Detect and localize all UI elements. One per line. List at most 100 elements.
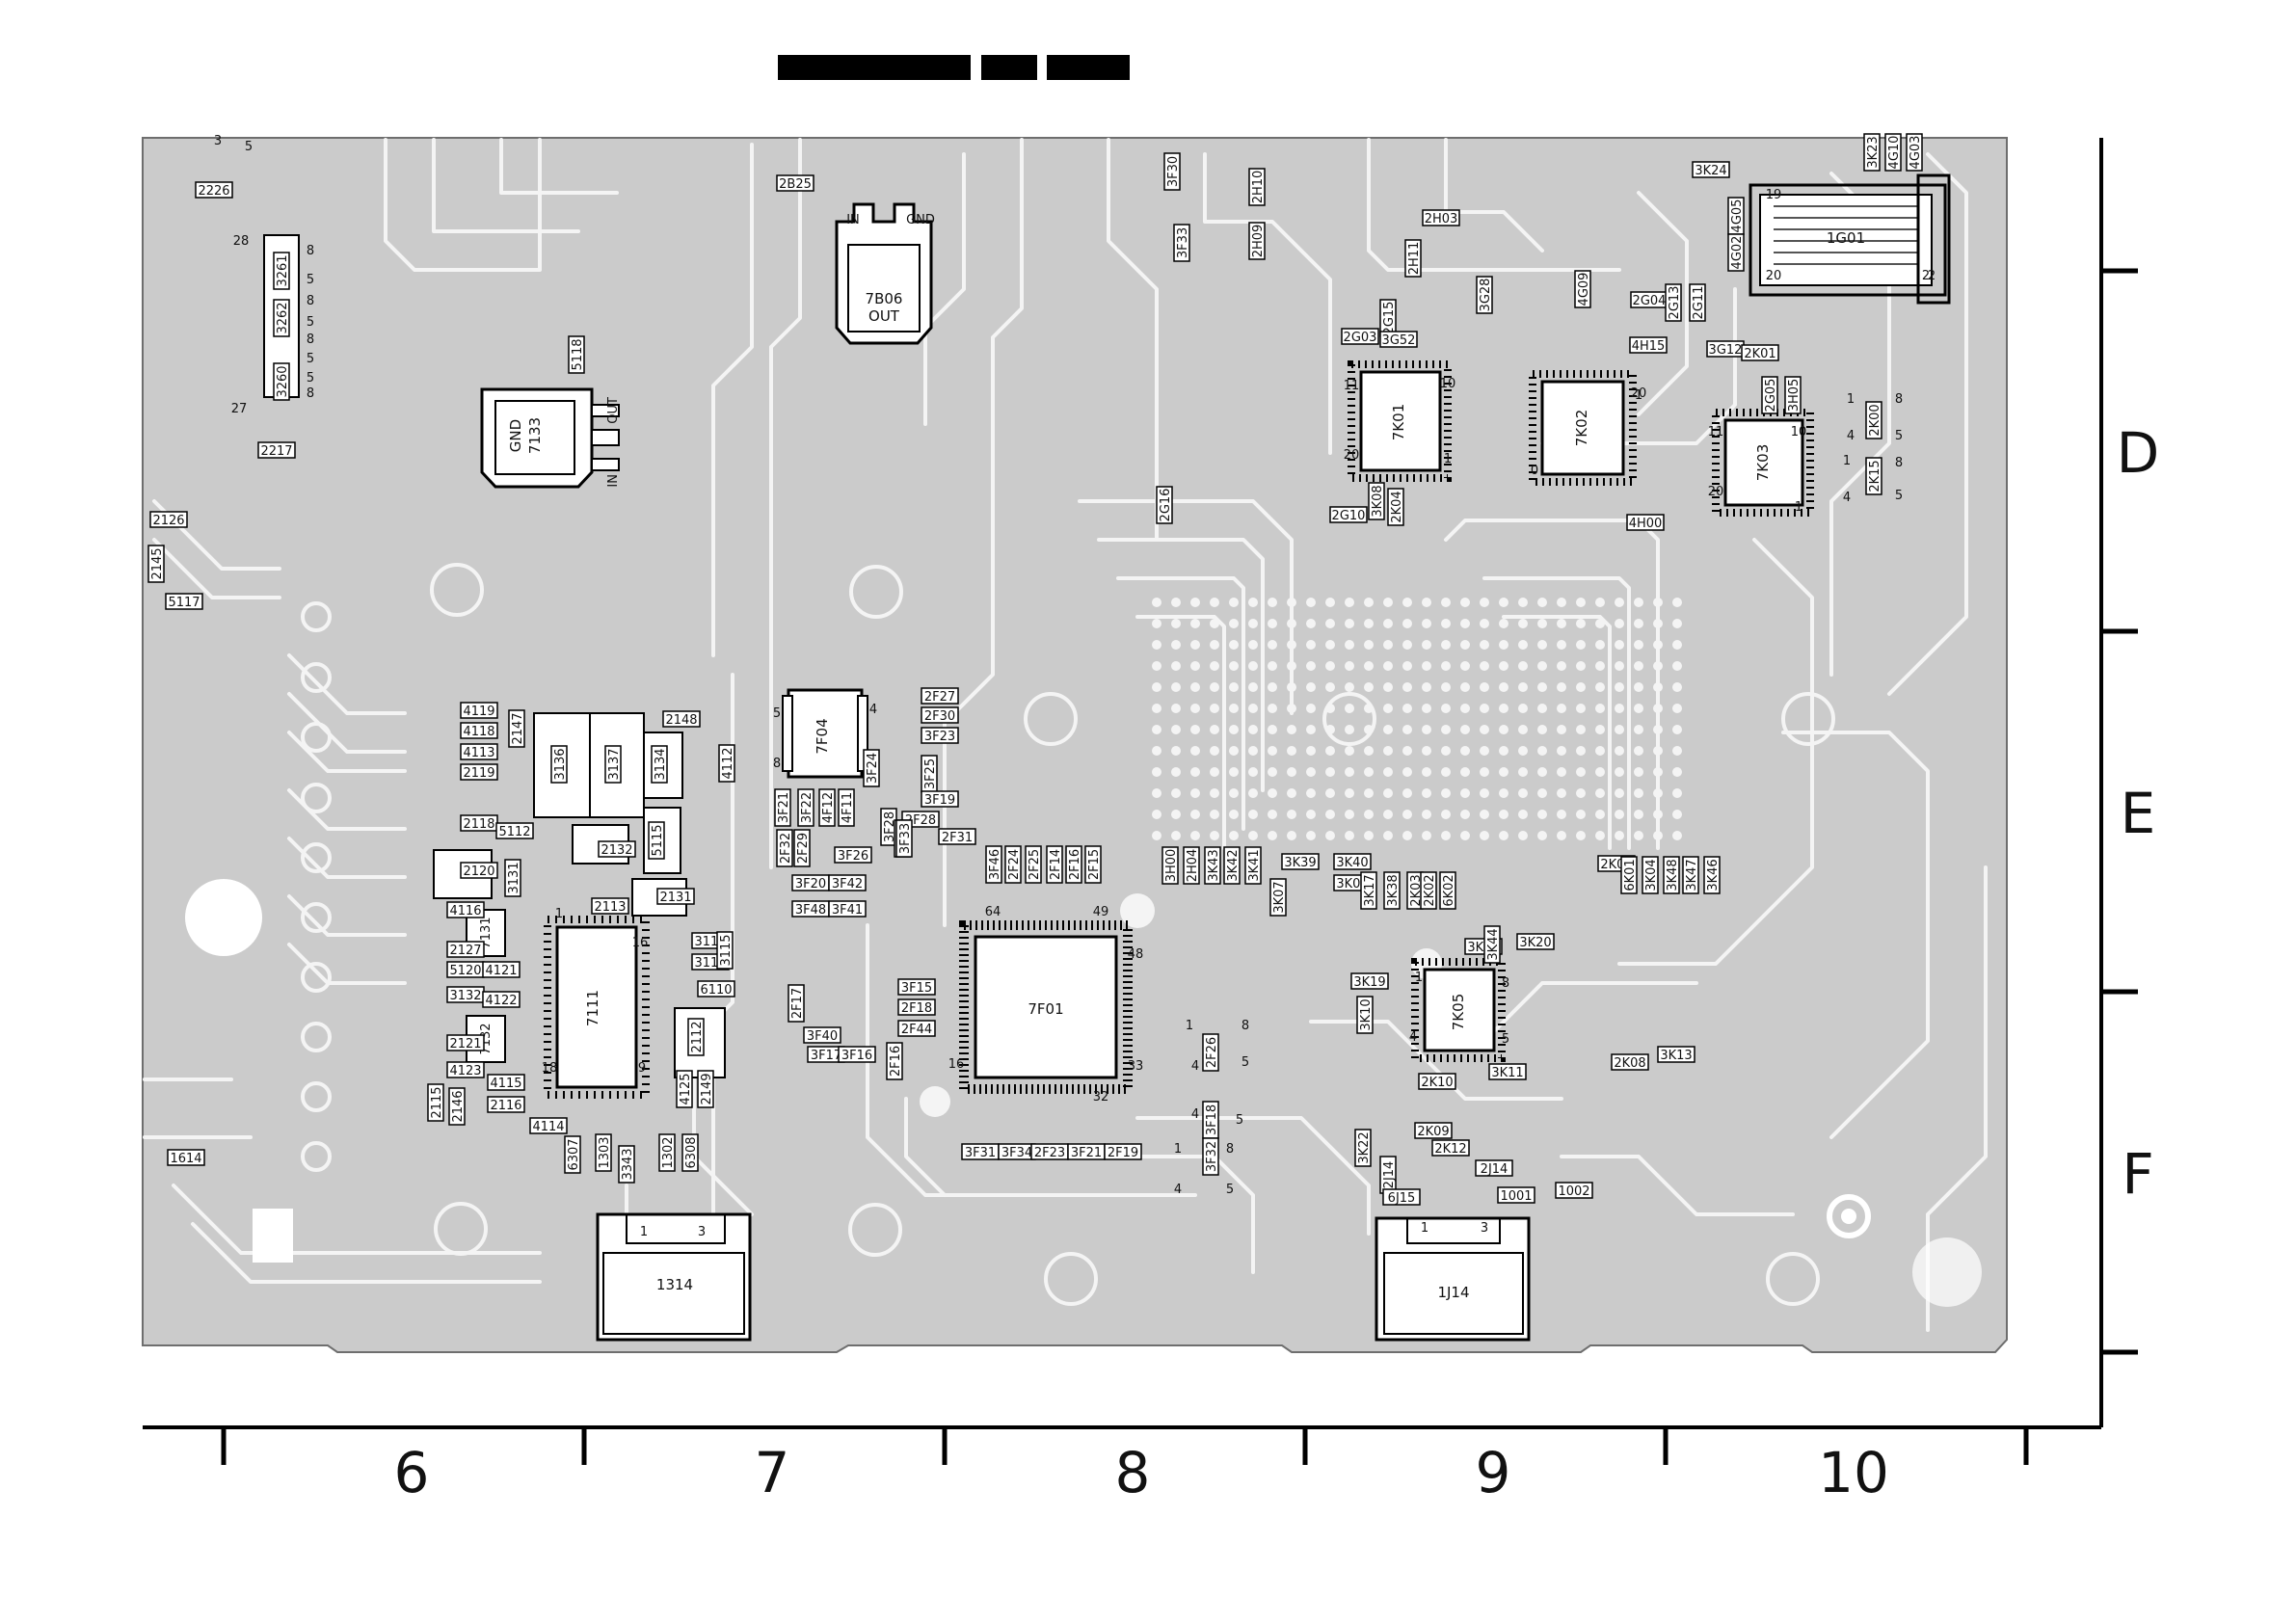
component-2f26: 2F26 — [1202, 1033, 1219, 1072]
component-5120: 5120 — [446, 961, 485, 978]
component-3f24: 3F24 — [863, 749, 880, 787]
component-3h05: 3H05 — [1784, 376, 1802, 414]
component-ref: 2H11 — [1407, 242, 1422, 276]
component-ref: 2147 — [511, 712, 525, 744]
pin-number: 8 — [1895, 392, 1903, 407]
component-3f41: 3F41 — [828, 900, 867, 918]
component-ref: 2G05 — [1764, 379, 1778, 412]
component-ref: 2K08 — [1614, 1056, 1645, 1071]
component-ref: 6J15 — [1388, 1191, 1416, 1206]
component-ref: 3F21 — [1071, 1146, 1102, 1160]
component-3f18: 3F18 — [1202, 1101, 1219, 1139]
pin-number: 20 — [1344, 448, 1360, 463]
component-2148: 2148 — [662, 710, 701, 728]
component-4f11: 4F11 — [838, 788, 855, 827]
component-ref: 2120 — [463, 865, 494, 879]
component-3k41: 3K41 — [1244, 846, 1262, 885]
component-3f33: 3F33 — [1173, 224, 1190, 262]
pin-number: 10 — [1791, 425, 1807, 439]
component-2217: 2217 — [257, 441, 296, 459]
pin-number: 3 — [698, 1225, 706, 1239]
component-ref: 6307 — [567, 1138, 581, 1170]
component-2120: 2120 — [460, 862, 498, 879]
ic-7k02: 7K02 — [1529, 370, 1637, 486]
component-2f29: 2F29 — [793, 829, 811, 867]
component-ref: 2F30 — [924, 709, 955, 724]
component-ref: 2127 — [449, 944, 481, 958]
component-ref: 3F18 — [1205, 1104, 1219, 1135]
component-3k24: 3K24 — [1692, 161, 1730, 178]
ic-7133-ref: 7133 — [526, 417, 544, 454]
pin-number: 5 — [307, 371, 314, 386]
component-ref: 4119 — [463, 705, 494, 719]
header-bar-2 — [981, 55, 1037, 80]
component-ref: 3K39 — [1284, 856, 1316, 870]
component-2k02: 2K02 — [1420, 871, 1437, 910]
ic-7111: 7111 — [544, 916, 650, 1099]
pin-number: 27 — [231, 402, 248, 416]
component-3343: 3343 — [618, 1145, 635, 1184]
ic-7b06-pin-gnd: GND — [906, 213, 935, 227]
component-3f21: 3F21 — [774, 788, 791, 827]
component-5118: 5118 — [568, 335, 585, 374]
component-4115: 4115 — [487, 1074, 525, 1091]
row-label: D — [2117, 420, 2160, 486]
ic-7f04-ref: 7F04 — [814, 718, 831, 754]
ic-7f04: 7F04 — [782, 688, 868, 779]
ic-7k05-ref: 7K05 — [1450, 994, 1467, 1030]
component-3k44: 3K44 — [1483, 925, 1501, 964]
pin-number: 16 — [948, 1057, 965, 1072]
component-ref: 3K04 — [1644, 859, 1659, 891]
pin-number: 1 — [1415, 971, 1423, 985]
component-2g11: 2G11 — [1689, 283, 1706, 322]
pin-number: 3 — [214, 134, 222, 148]
component-ref: 1303 — [598, 1136, 612, 1168]
component-ref: 2126 — [152, 514, 184, 528]
component-ref: 4125 — [679, 1073, 693, 1104]
component-2f24: 2F24 — [1004, 845, 1022, 884]
component-2119: 2119 — [460, 763, 498, 781]
x-axis-ticks — [221, 1427, 2029, 1465]
component-4123: 4123 — [446, 1061, 485, 1078]
connector-1314: 1314 — [596, 1212, 752, 1342]
component-ref: 3261 — [276, 254, 290, 286]
component-ref: 2146 — [451, 1090, 466, 1122]
component-ref: 2132 — [601, 843, 632, 858]
component-ref: 3F31 — [965, 1146, 996, 1160]
component-3k08: 3K08 — [1368, 482, 1385, 520]
component-ref: 4116 — [449, 904, 481, 918]
pin-number: 8 — [307, 244, 314, 258]
component-ref: 2149 — [700, 1073, 714, 1104]
component-3f16: 3F16 — [838, 1046, 876, 1063]
component-2145: 2145 — [147, 545, 165, 583]
component-3k22: 3K22 — [1354, 1129, 1372, 1167]
component-ref: 4F11 — [841, 792, 855, 823]
pin-number: 20 — [1766, 269, 1782, 283]
component-ref: 2F25 — [1028, 849, 1042, 880]
component-ref: 2F26 — [1205, 1037, 1219, 1068]
pin-number: 5 — [1236, 1113, 1243, 1128]
component-ref: 2F23 — [1034, 1146, 1065, 1160]
component-ref: 3F42 — [832, 877, 863, 891]
component-ref: 5120 — [449, 964, 481, 978]
component-ref: 6K01 — [1623, 859, 1638, 891]
component-ref: 3K20 — [1519, 936, 1551, 950]
component-ref: 4122 — [485, 994, 517, 1008]
component-2118: 2118 — [460, 814, 498, 832]
component-2g13: 2G13 — [1665, 283, 1682, 322]
component-ref: 3F46 — [988, 849, 1002, 880]
component-3h00: 3H00 — [1161, 846, 1179, 885]
component-2f15: 2F15 — [1084, 845, 1102, 884]
component-4g03: 4G03 — [1906, 133, 1923, 172]
component-3f19: 3F19 — [921, 790, 959, 808]
pin-number: 9 — [638, 1061, 646, 1076]
component-ref: 3K41 — [1247, 849, 1262, 881]
ic-7k02-ref: 7K02 — [1573, 410, 1590, 446]
component-ref: 2G11 — [1692, 286, 1706, 320]
component-ref: 3132 — [449, 989, 481, 1003]
component-ref: 4H15 — [1632, 339, 1666, 354]
pin-number: 48 — [1128, 947, 1144, 962]
component-ref: 2217 — [260, 444, 292, 459]
pin-number: 28 — [233, 234, 250, 249]
